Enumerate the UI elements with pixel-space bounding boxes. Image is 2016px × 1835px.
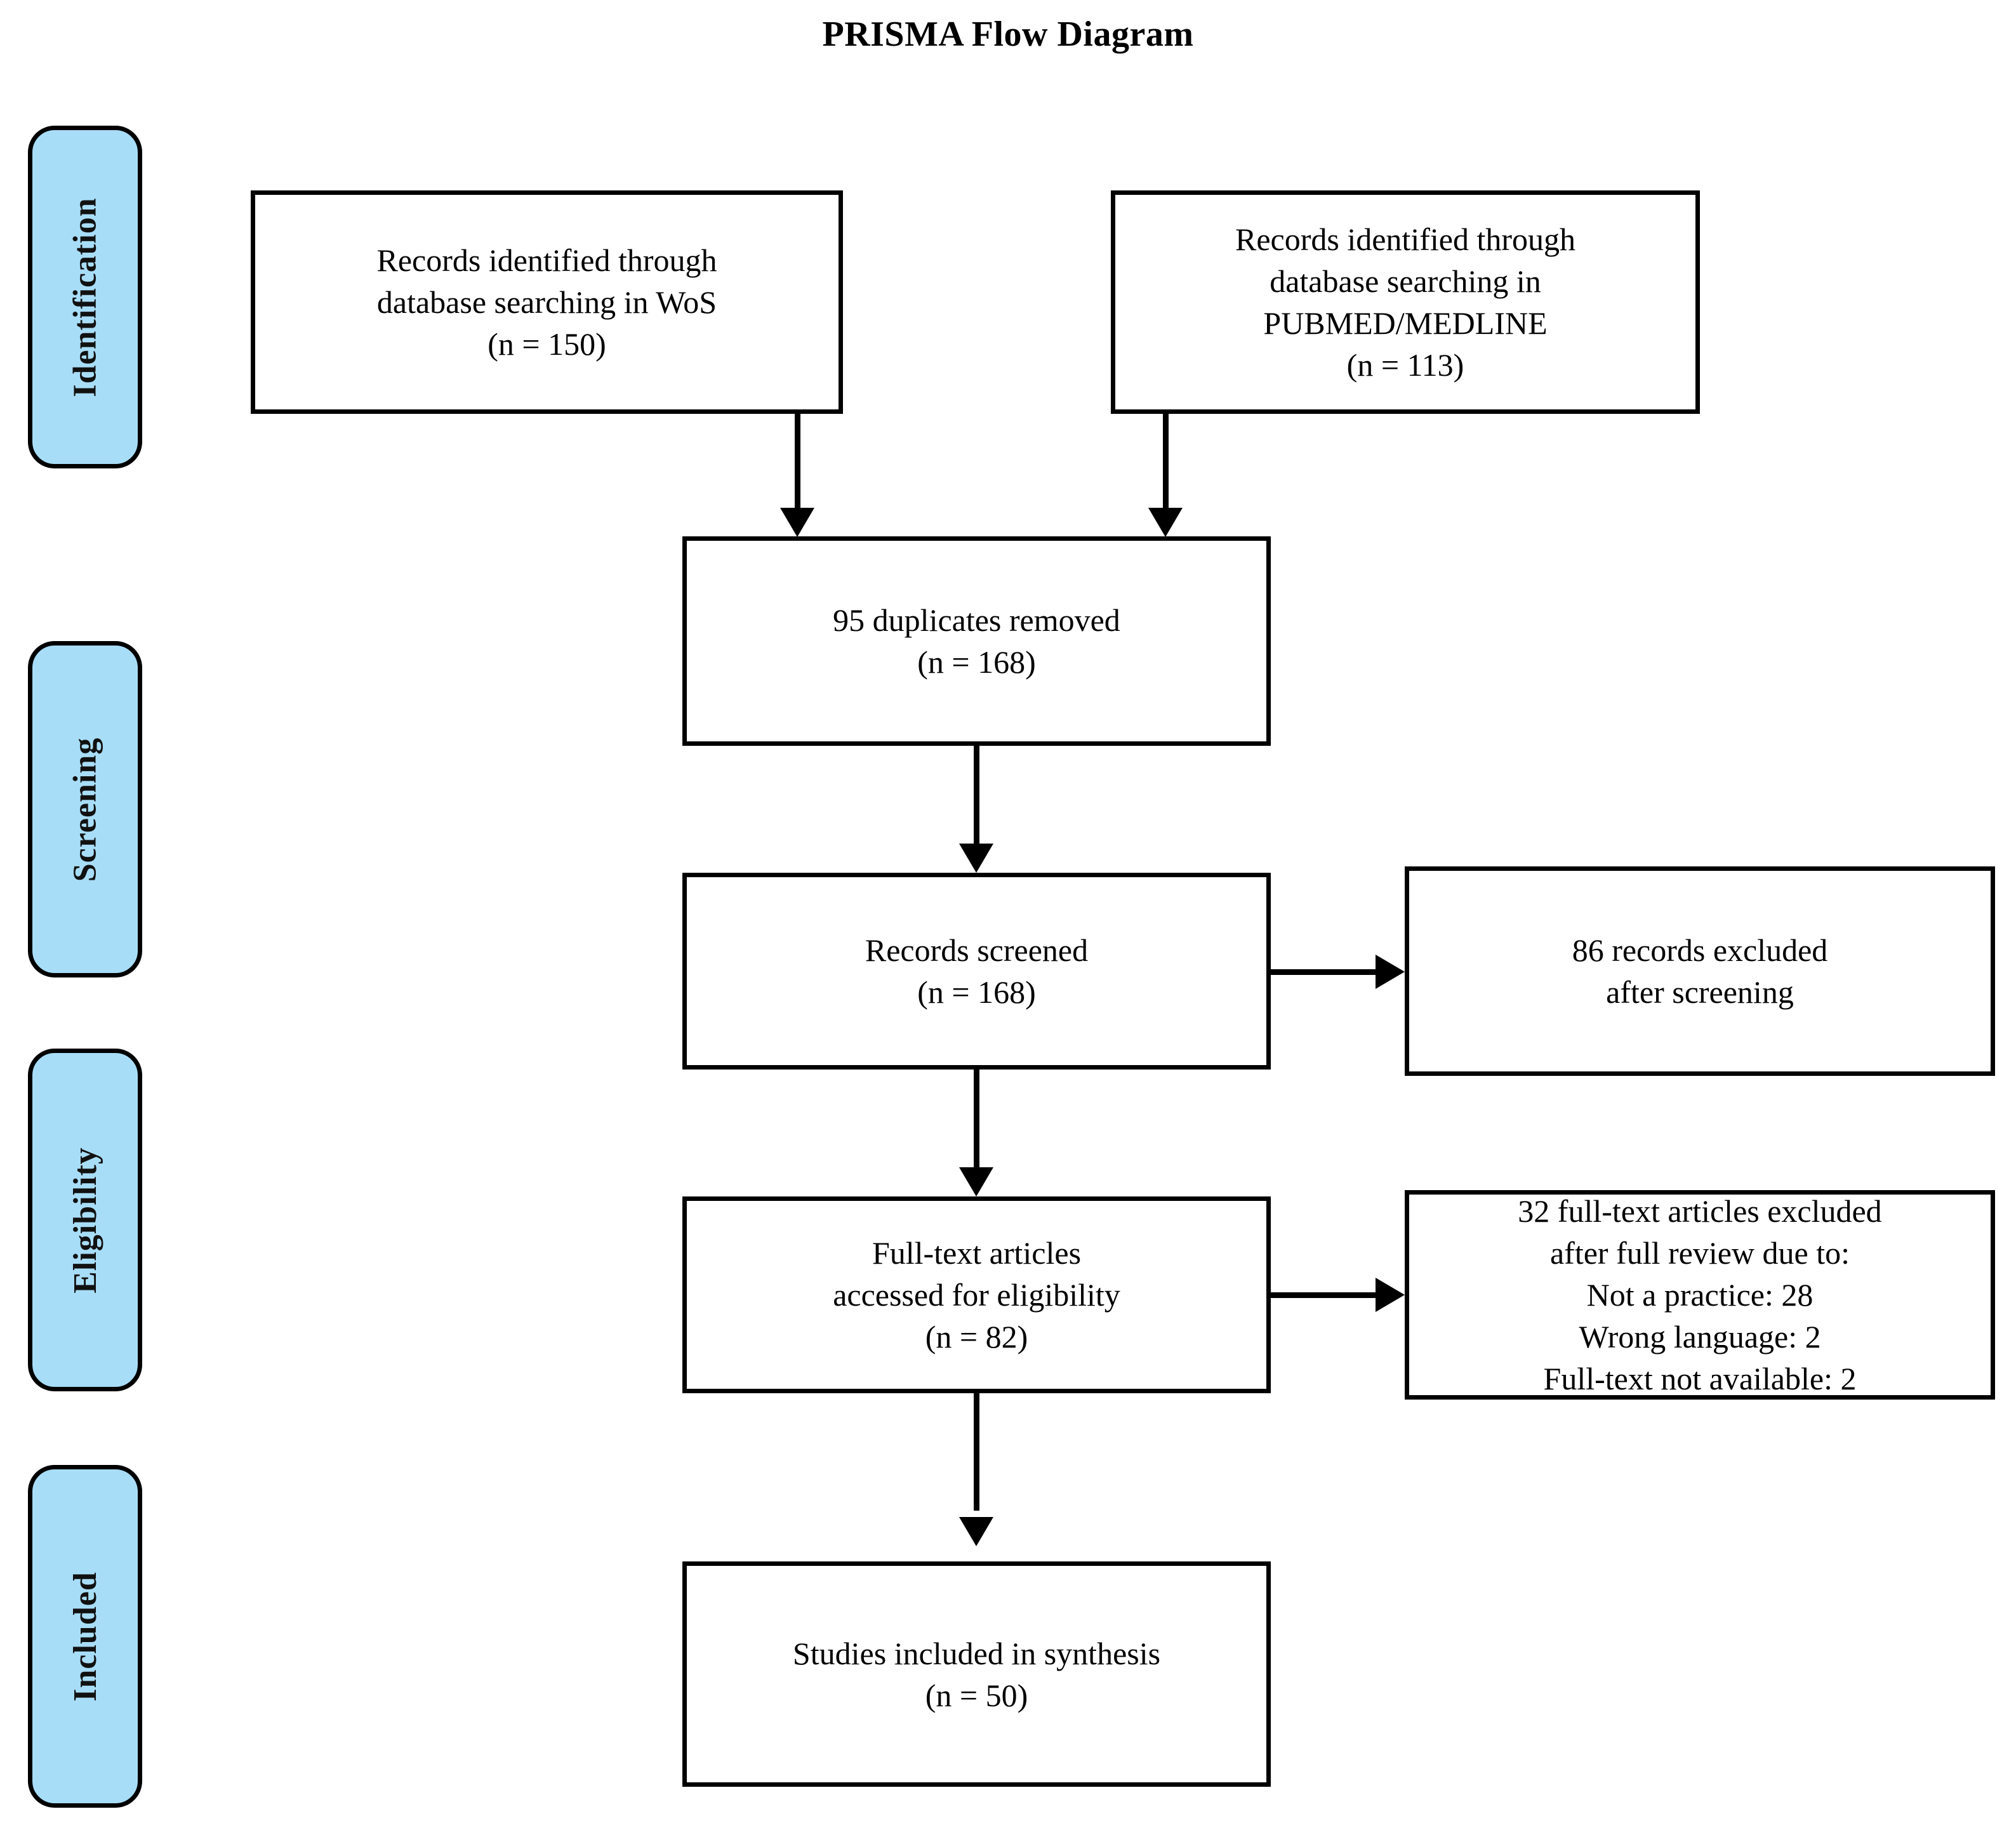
stage-label-identification-text: Identification xyxy=(67,197,103,397)
box-studies-included: Studies included in synthesis (n = 50) xyxy=(682,1561,1271,1787)
box-studies-included-line-1: Studies included in synthesis xyxy=(792,1635,1161,1671)
connector-screened-to-excluded xyxy=(1271,969,1376,975)
stage-label-eligibility: Eligibility xyxy=(28,1049,142,1391)
box-fulltext-articles-line-2: accessed for eligibility xyxy=(833,1277,1120,1313)
box-records-pubmed-line-2: database searching in xyxy=(1270,263,1541,299)
box-records-excluded-screening-line-1: 86 records excluded xyxy=(1572,932,1828,968)
box-records-excluded-screening: 86 records excluded after screening xyxy=(1405,866,1995,1076)
box-records-pubmed: Records identified through database sear… xyxy=(1111,190,1700,414)
box-records-screened: Records screened (n = 168) xyxy=(682,873,1271,1070)
page-title: PRISMA Flow Diagram xyxy=(822,15,1194,54)
stage-label-identification: Identification xyxy=(28,126,142,468)
box-records-screened-line-1: Records screened xyxy=(865,932,1089,968)
stage-label-screening-text: Screening xyxy=(67,737,103,882)
box-records-wos-line-1: Records identified through xyxy=(376,242,717,278)
box-fulltext-articles: Full-text articles accessed for eligibil… xyxy=(682,1196,1271,1393)
arrowhead-fulltext-to-included xyxy=(959,1517,993,1546)
box-studies-included-line-2: (n = 50) xyxy=(925,1677,1028,1713)
box-fulltext-excluded-line-3: Not a practice: 28 xyxy=(1586,1277,1814,1313)
box-fulltext-excluded-line-4: Wrong language: 2 xyxy=(1579,1319,1821,1355)
connector-wos-to-duplicates xyxy=(795,414,800,518)
arrowhead-screened-to-fulltext xyxy=(959,1167,993,1196)
connector-duplicates-to-screened xyxy=(974,746,979,854)
arrowhead-wos-to-duplicates xyxy=(780,508,814,537)
box-fulltext-excluded: 32 full-text articles excluded after ful… xyxy=(1405,1190,1995,1400)
box-records-pubmed-line-4: (n = 113) xyxy=(1346,347,1464,383)
box-records-pubmed-line-3: PUBMED/MEDLINE xyxy=(1263,305,1548,341)
box-duplicates-removed-line-2: (n = 168) xyxy=(917,644,1036,680)
box-records-excluded-screening-line-2: after screening xyxy=(1606,974,1794,1010)
connector-fulltext-to-excluded xyxy=(1271,1292,1376,1298)
box-fulltext-articles-line-3: (n = 82) xyxy=(925,1319,1028,1355)
box-records-wos: Records identified through database sear… xyxy=(251,190,843,414)
stage-label-included: Included xyxy=(28,1465,142,1808)
box-records-screened-line-2: (n = 168) xyxy=(917,974,1036,1010)
stage-label-eligibility-text: Eligibility xyxy=(67,1146,103,1294)
connector-pubmed-to-duplicates xyxy=(1163,414,1169,518)
connector-screened-to-fulltext xyxy=(974,1070,979,1177)
stage-label-screening: Screening xyxy=(28,641,142,977)
box-duplicates-removed-line-1: 95 duplicates removed xyxy=(833,602,1120,638)
arrowhead-pubmed-to-duplicates xyxy=(1148,508,1183,537)
box-duplicates-removed: 95 duplicates removed (n = 168) xyxy=(682,536,1271,746)
stage-label-included-text: Included xyxy=(67,1571,103,1702)
box-fulltext-excluded-line-2: after full review due to: xyxy=(1549,1235,1850,1271)
arrowhead-duplicates-to-screened xyxy=(959,844,993,873)
box-fulltext-excluded-line-5: Full-text not available: 2 xyxy=(1543,1361,1857,1396)
arrowhead-fulltext-to-excluded xyxy=(1376,1278,1405,1312)
box-records-wos-line-3: (n = 150) xyxy=(487,326,606,362)
box-fulltext-articles-line-1: Full-text articles xyxy=(872,1235,1082,1271)
arrowhead-screened-to-excluded xyxy=(1376,955,1405,989)
box-records-wos-line-2: database searching in WoS xyxy=(376,284,717,320)
box-fulltext-excluded-line-1: 32 full-text articles excluded xyxy=(1518,1193,1882,1229)
connector-fulltext-to-included xyxy=(974,1393,979,1511)
box-records-pubmed-line-1: Records identified through xyxy=(1235,222,1575,257)
